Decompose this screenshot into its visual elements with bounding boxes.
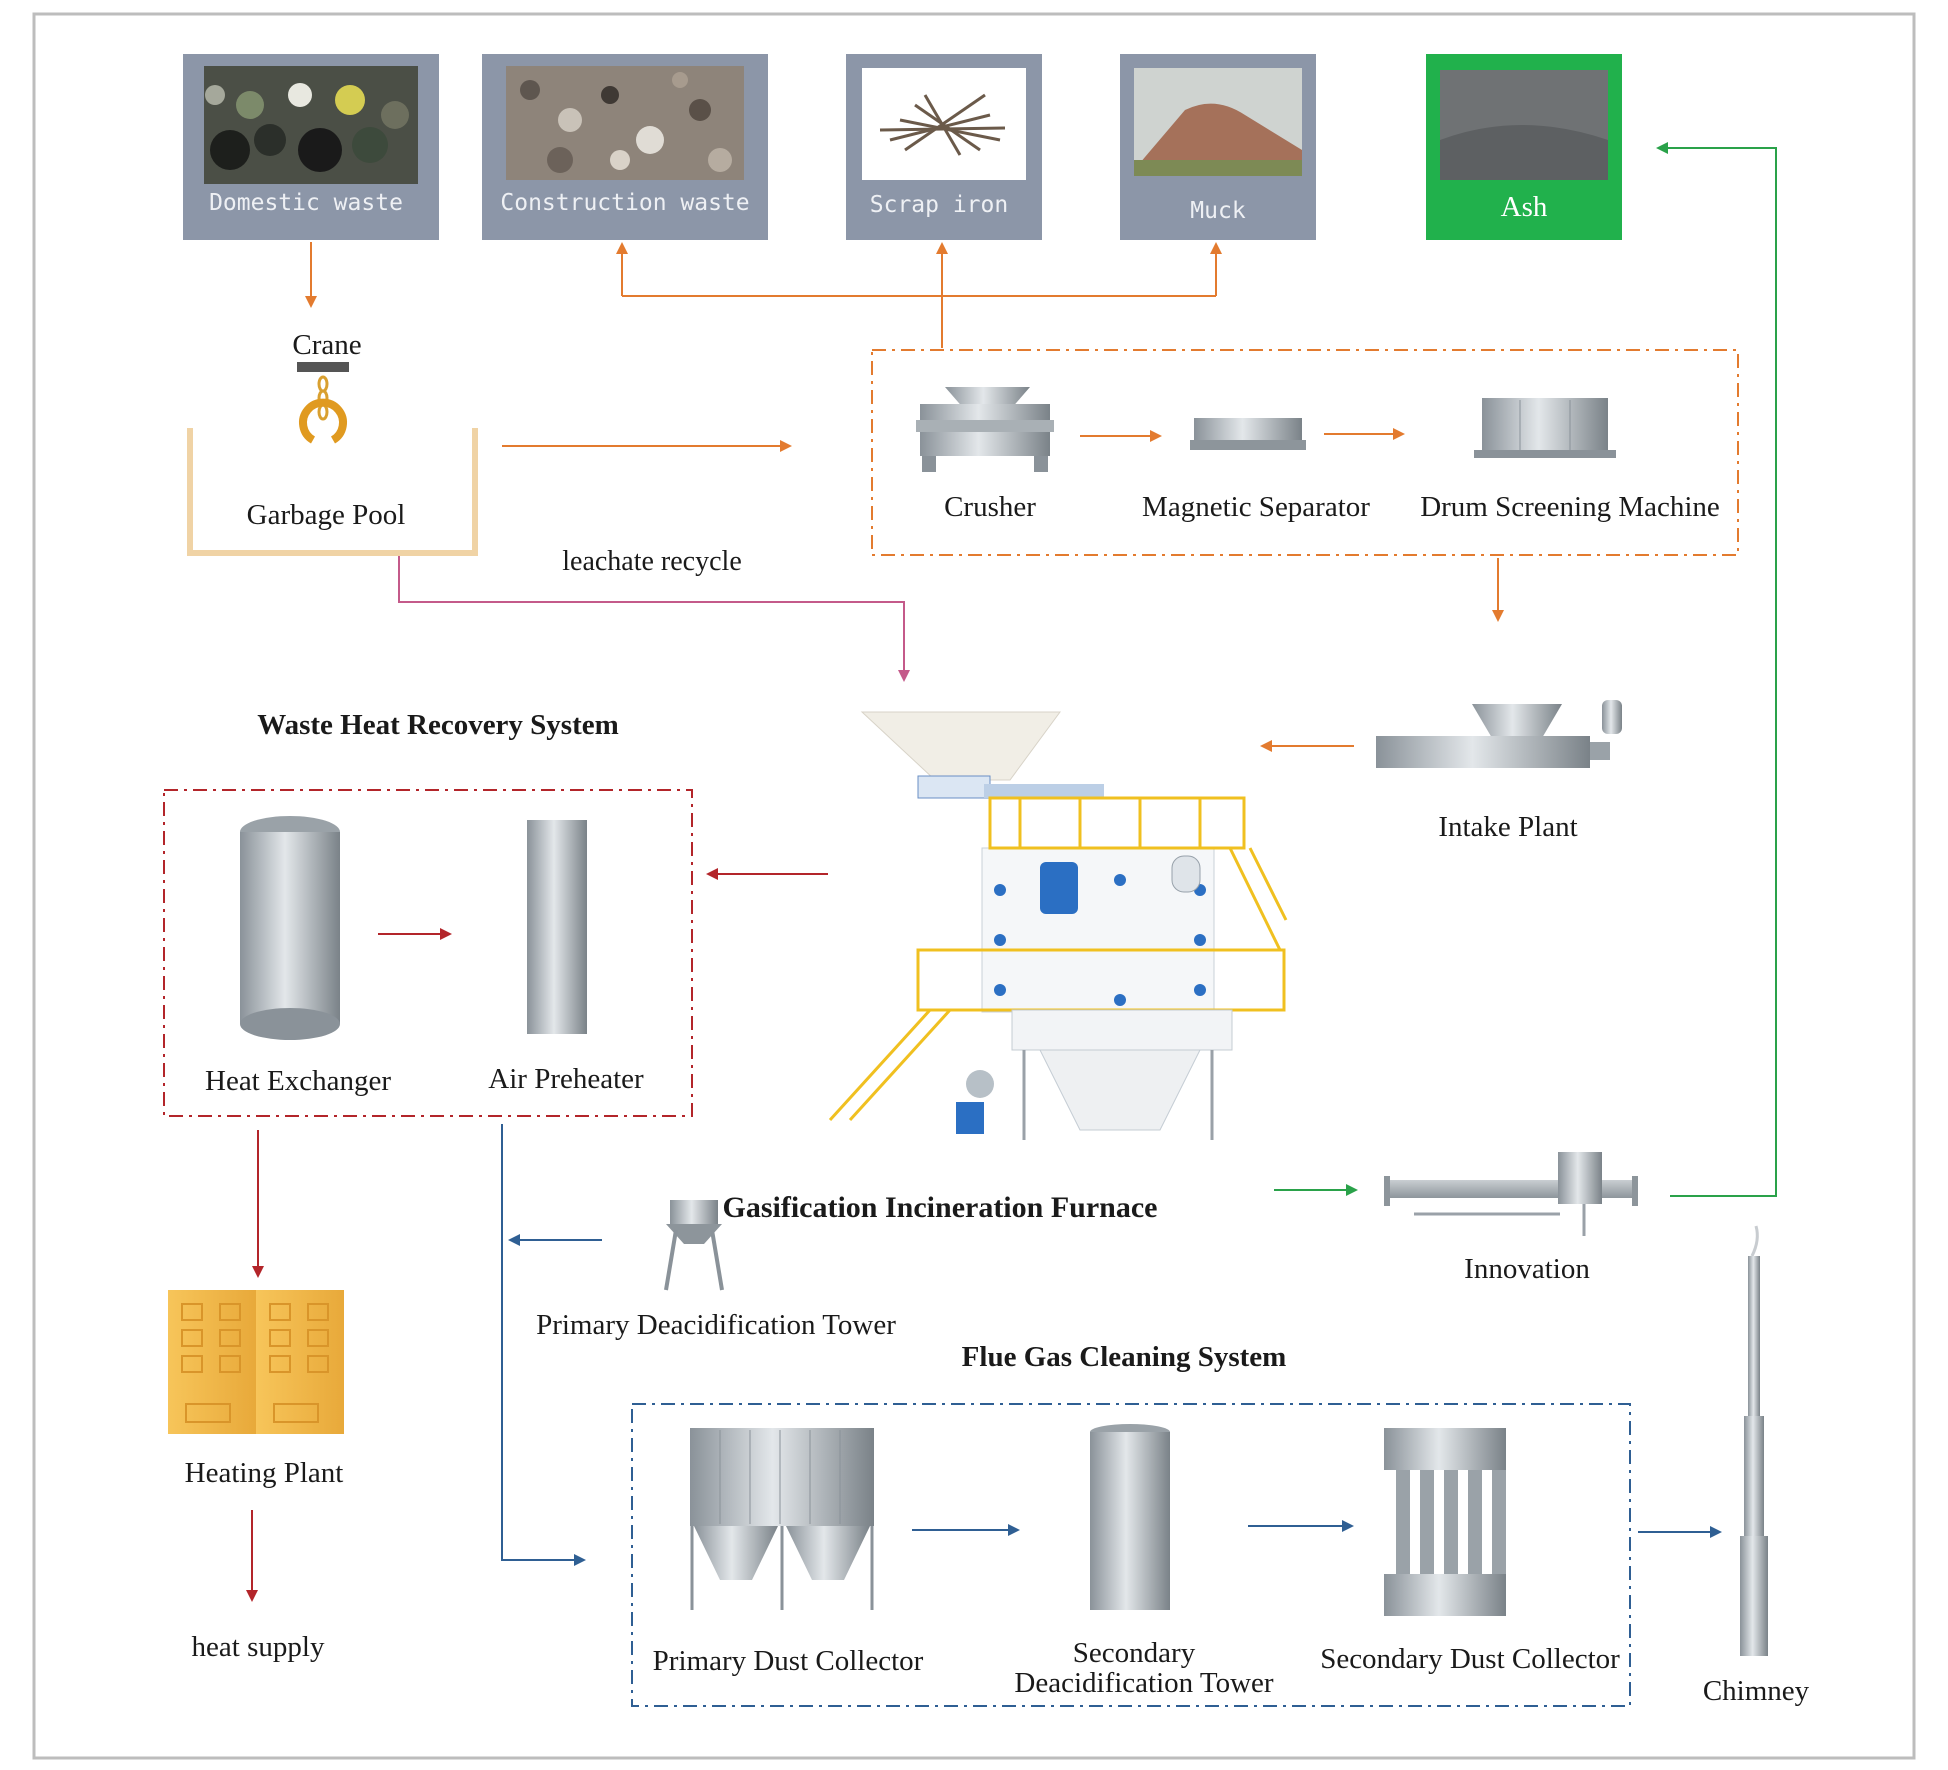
magnetic-separator-label: Magnetic Separator (1142, 491, 1370, 523)
secondary-dust-collector-icon (1384, 1428, 1506, 1616)
ash-box: Ash (1426, 54, 1622, 240)
secondary-dust-label: Secondary Dust Collector (1320, 1643, 1620, 1675)
heating-plant-icon (168, 1290, 344, 1434)
muck-photo (1134, 68, 1302, 176)
chimney-icon (1740, 1225, 1768, 1656)
intake-plant-icon (1376, 700, 1622, 768)
furnace-label: Gasification Incineration Furnace (723, 1191, 1158, 1224)
flue-gas-title: Flue Gas Cleaning System (962, 1341, 1287, 1373)
magnetic-separator-icon (1190, 418, 1306, 450)
construction-waste-label: Construction waste (500, 190, 749, 216)
innovation-icon (1384, 1152, 1638, 1236)
muck-box: Muck (1120, 54, 1316, 240)
crusher-icon (916, 387, 1054, 472)
garbage-pool-icon (187, 428, 478, 556)
outer-frame (32, 12, 1916, 1760)
air-preheater-label: Air Preheater (488, 1063, 644, 1095)
domestic-waste-photo (204, 66, 418, 184)
primary-dust-label: Primary Dust Collector (653, 1645, 924, 1677)
chimney-label: Chimney (1703, 1675, 1810, 1707)
scrap-iron-box: Scrap iron (846, 54, 1042, 240)
muck-label: Muck (1190, 198, 1246, 224)
air-preheater-icon (527, 820, 587, 1034)
crane-label: Crane (292, 329, 361, 361)
pretreatment-box (871, 349, 1739, 556)
scrap-iron-photo (862, 68, 1026, 180)
heat-exchanger-label: Heat Exchanger (205, 1065, 391, 1097)
heating-plant-label: Heating Plant (185, 1457, 344, 1489)
ash-photo (1440, 70, 1608, 180)
intake-plant-label: Intake Plant (1438, 811, 1577, 843)
scrap-iron-label: Scrap iron (870, 192, 1008, 218)
heat-supply-label: heat supply (192, 1631, 325, 1663)
primary-dust-collector-icon (690, 1428, 874, 1610)
construction-waste-box: Construction waste (482, 54, 768, 240)
garbage-pool-label: Garbage Pool (247, 499, 406, 531)
gasification-furnace-icon (828, 711, 1288, 1140)
innovation-label: Innovation (1464, 1253, 1590, 1285)
crane-icon (297, 362, 349, 444)
crusher-label: Crusher (944, 491, 1036, 523)
waste-heat-box (163, 789, 693, 1117)
primary-deacid-tower-icon (664, 1200, 724, 1291)
arrow-innovation-to-ash (1656, 142, 1777, 1197)
flue-gas-box (631, 1403, 1631, 1707)
arrow-preheater-to-flue-gas (501, 1124, 586, 1566)
domestic-waste-label: Domestic waste (209, 190, 403, 216)
domestic-waste-box: Domestic waste (183, 54, 439, 240)
ash-label: Ash (1501, 191, 1548, 223)
drum-screening-label: Drum Screening Machine (1420, 491, 1720, 523)
drum-screening-icon (1474, 398, 1616, 458)
leachate-label: leachate recycle (562, 546, 742, 577)
primary-deacid-label: Primary Deacidification Tower (536, 1309, 896, 1341)
arrow-leachate-to-furnace (398, 556, 910, 682)
secondary-deacid-tower-icon (1090, 1424, 1170, 1610)
construction-waste-photo (506, 66, 744, 180)
waste-heat-title: Waste Heat Recovery System (257, 709, 619, 741)
heat-exchanger-icon (240, 816, 340, 1040)
secondary-deacid-label-2: Deacidification Tower (1014, 1667, 1273, 1699)
secondary-deacid-label-1: Secondary (1073, 1637, 1196, 1669)
